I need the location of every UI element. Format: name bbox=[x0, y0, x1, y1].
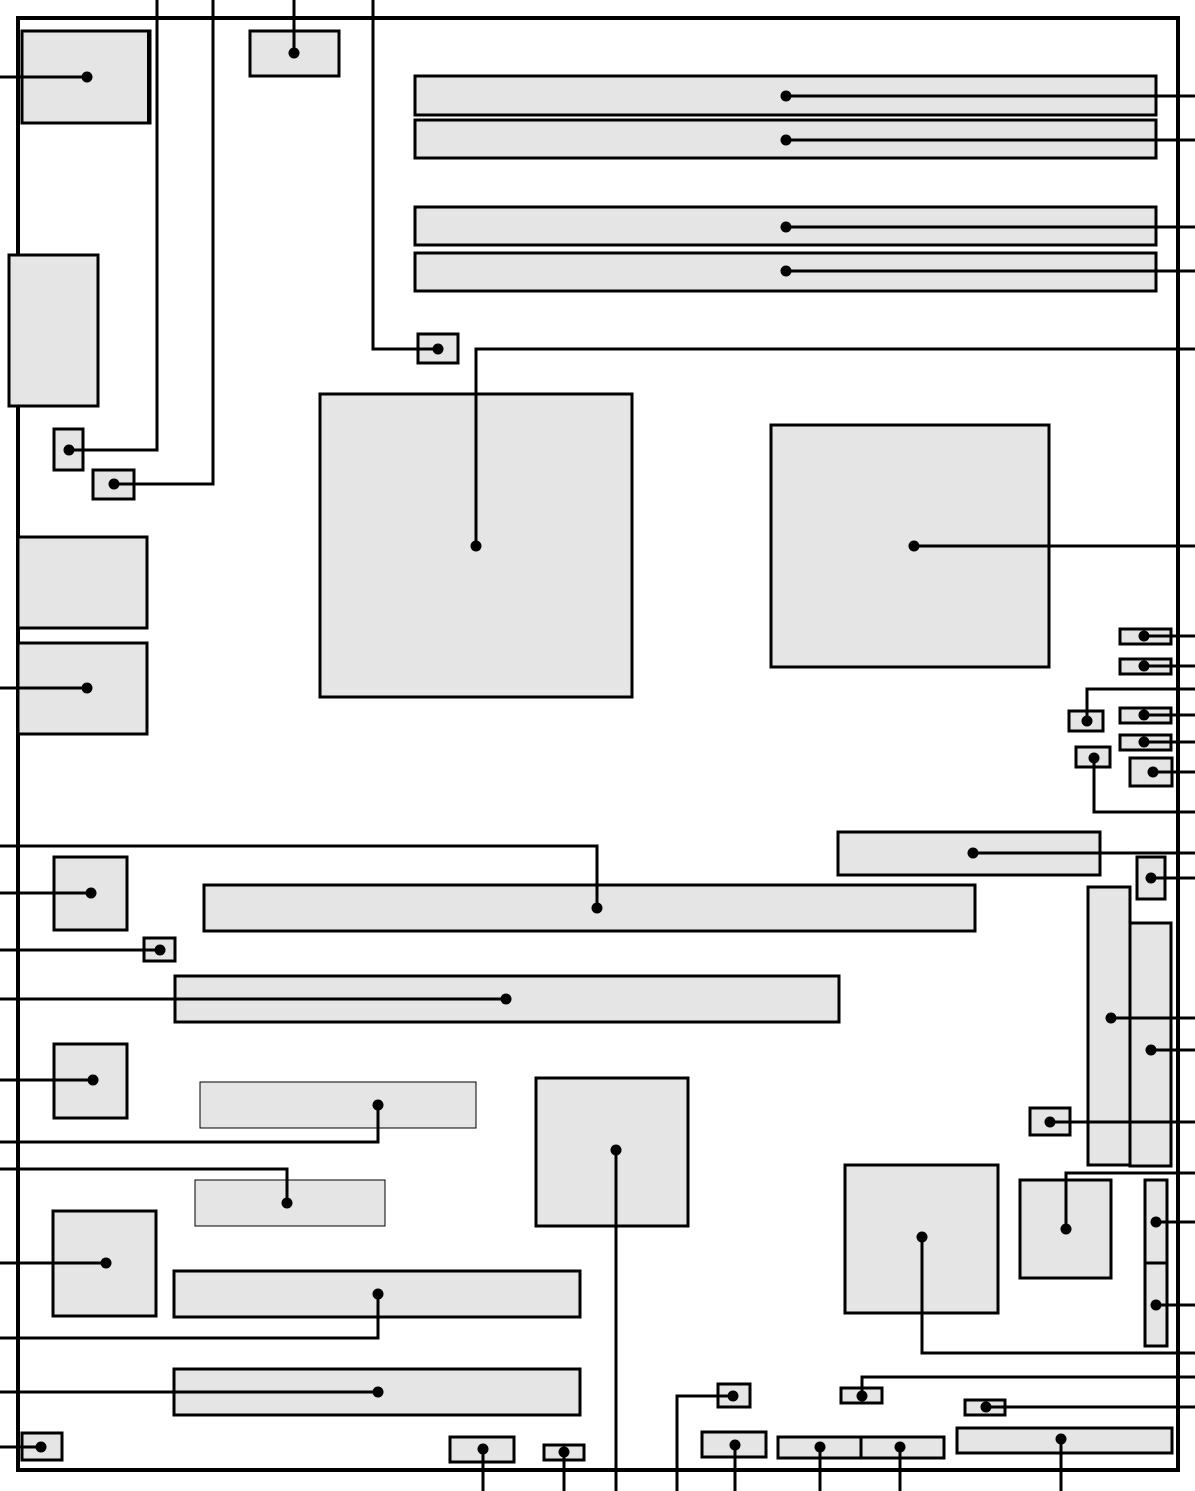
pci-slot-3-leader-line bbox=[0, 1167, 289, 1203]
dimm-slot-1-callout-dot bbox=[780, 90, 792, 102]
jumper-r8-callout-dot bbox=[1044, 1116, 1056, 1128]
header-r6-callout-dot bbox=[1147, 766, 1159, 778]
jumper-b5-callout-dot bbox=[856, 1390, 868, 1402]
header-top-callout-dot bbox=[288, 47, 300, 59]
jumper-r7-callout-dot bbox=[1088, 752, 1100, 764]
super-io-chip-leader-line bbox=[920, 1237, 1195, 1355]
header-r5-callout-dot bbox=[1138, 736, 1150, 748]
rear-port-2-callout-dot bbox=[81, 682, 93, 694]
agp-slot-callout-dot bbox=[591, 902, 603, 914]
rear-io-connector-callout-dot bbox=[81, 71, 93, 83]
cpu-socket-leader-line bbox=[474, 347, 1195, 546]
sata-connector-1-callout-dot bbox=[1150, 1216, 1162, 1228]
header-b1-callout-dot bbox=[477, 1443, 489, 1455]
header-bl-callout-dot bbox=[35, 1441, 47, 1453]
jumper-r3-leader-line bbox=[1085, 687, 1195, 721]
southbridge-callout-dot bbox=[610, 1144, 622, 1156]
agp-slot-leader-line bbox=[0, 844, 599, 908]
io-chip-callout-dot bbox=[100, 1257, 112, 1269]
bios-chip-leader-line bbox=[1064, 1171, 1195, 1229]
board-outline bbox=[16, 16, 1180, 1472]
jumper-r7-leader-line bbox=[1092, 758, 1195, 814]
pci-slot-4-callout-dot bbox=[372, 1288, 384, 1300]
power-connector-small-callout-dot bbox=[1145, 872, 1157, 884]
jumper-2-leader-line bbox=[114, 0, 215, 486]
jumper-r3-callout-dot bbox=[1081, 715, 1093, 727]
header-b4-callout-dot bbox=[729, 1439, 741, 1451]
pci-slot-3 bbox=[194, 1179, 386, 1227]
sata-connector-2-callout-dot bbox=[1150, 1299, 1162, 1311]
floppy-connector-callout-dot bbox=[967, 847, 979, 859]
pci-slot-2-callout-dot bbox=[372, 1099, 384, 1111]
pci-slot-5-callout-dot bbox=[372, 1386, 384, 1398]
pci-slot-2 bbox=[199, 1081, 477, 1129]
usb-header-2-callout-dot bbox=[894, 1441, 906, 1453]
fan-header-cpu-callout-dot bbox=[432, 343, 444, 355]
header-b2-callout-dot bbox=[558, 1446, 570, 1458]
pci-slot-2-leader-line bbox=[0, 1105, 380, 1144]
header-r4-callout-dot bbox=[1138, 709, 1150, 721]
header-b3-leader-line bbox=[675, 1394, 733, 1491]
jumper-1-leader-line bbox=[69, 0, 159, 452]
jumper-1-callout-dot bbox=[63, 444, 75, 456]
usb-header-1-callout-dot bbox=[814, 1441, 826, 1453]
bios-chip-callout-dot bbox=[1060, 1223, 1072, 1235]
audio-chip-callout-dot bbox=[85, 887, 97, 899]
pci-slot-3-callout-dot bbox=[281, 1197, 293, 1209]
pci-slot-1-callout-dot bbox=[500, 993, 512, 1005]
dimm-slot-3-callout-dot bbox=[780, 221, 792, 233]
pci-slot-4-leader-line bbox=[0, 1294, 380, 1340]
dimm-slot-2-callout-dot bbox=[780, 134, 792, 146]
jumper-b5-leader-line bbox=[860, 1375, 1195, 1396]
fan-header-cpu-leader-line bbox=[371, 0, 438, 351]
rear-io-block bbox=[7, 253, 100, 408]
super-io-chip-callout-dot bbox=[916, 1231, 928, 1243]
jumper-2-callout-dot bbox=[108, 478, 120, 490]
header-r2-callout-dot bbox=[1138, 660, 1150, 672]
rear-port-1 bbox=[16, 535, 149, 630]
ide-connector-2 bbox=[1128, 921, 1173, 1168]
agp-slot bbox=[202, 883, 977, 933]
dimm-slot-4-callout-dot bbox=[780, 265, 792, 277]
ide-connector-1-callout-dot bbox=[1105, 1012, 1117, 1024]
ide-connector-2-callout-dot bbox=[1145, 1044, 1157, 1056]
lan-chip-callout-dot bbox=[87, 1074, 99, 1086]
jumper-b6-callout-dot bbox=[980, 1401, 992, 1413]
header-r1-callout-dot bbox=[1138, 630, 1150, 642]
cpu-socket-callout-dot bbox=[470, 540, 482, 552]
front-panel-header-callout-dot bbox=[1055, 1433, 1067, 1445]
header-b3-callout-dot bbox=[727, 1390, 739, 1402]
ide-connector-1 bbox=[1086, 885, 1132, 1167]
cd-in-header-callout-dot bbox=[154, 944, 166, 956]
chipset-northbridge-callout-dot bbox=[908, 540, 920, 552]
